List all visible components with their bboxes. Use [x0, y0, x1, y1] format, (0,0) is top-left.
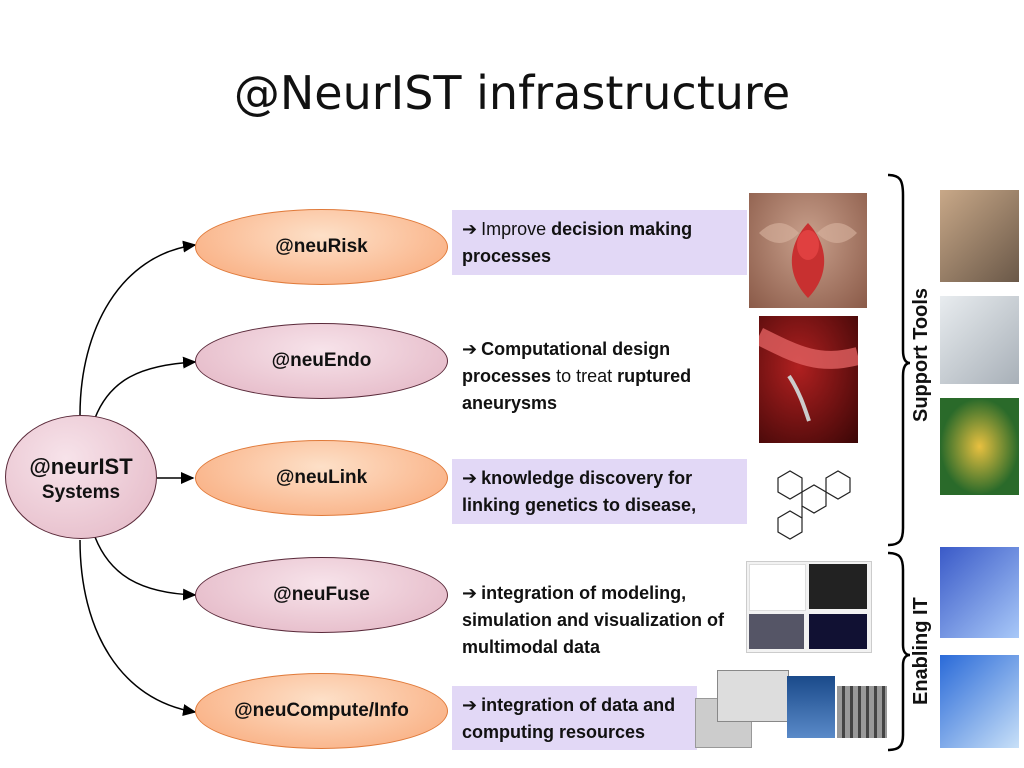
desc-segment: to treat: [551, 366, 618, 386]
desc-segment: integration of data and computing resour…: [462, 695, 676, 742]
arrow-icon: ➔: [462, 695, 478, 716]
desc-neulink: ➔knowledge discovery for linking genetic…: [452, 459, 747, 524]
module-neucompute-info: @neuCompute/Info: [195, 673, 448, 749]
connector-neuendo: [94, 356, 197, 419]
module-neuendo: @neuEndo: [195, 323, 448, 399]
doctor-xray-photo: [940, 296, 1019, 384]
connector-neufuse: [94, 536, 197, 601]
hub-neurist-systems: @neurIST Systems: [5, 415, 157, 539]
desc-neurisk: ➔Improve decision making processes: [452, 210, 747, 275]
desc-segment: ruptured aneurysms: [462, 366, 692, 413]
digital-human-image: [940, 547, 1019, 638]
module-neufuse: @neuFuse: [195, 557, 448, 633]
desc-neuendo: ➔Computational design processes to treat…: [452, 330, 742, 423]
doctor-patient-photo: [940, 190, 1019, 282]
module-label: @neuCompute/Info: [234, 700, 409, 721]
module-label: @neuLink: [275, 467, 368, 488]
hub-subtitle: Systems: [41, 482, 121, 503]
connector-neurisk: [79, 240, 197, 416]
module-neurisk: @neuRisk: [195, 209, 448, 285]
connector-neucompute: [79, 539, 197, 717]
arrow-icon: ➔: [462, 468, 478, 489]
computing-resources-image: [695, 668, 890, 748]
stent-vessel-image: [759, 316, 858, 443]
desc-neufuse: ➔integration of modeling, simulation and…: [452, 574, 747, 667]
desc-segment: knowledge discovery for linking genetics…: [462, 468, 697, 515]
caduceus-image: [940, 398, 1019, 495]
arrow-icon: ➔: [462, 339, 478, 360]
bracket-support-tools: [887, 173, 911, 547]
module-label: @neuRisk: [275, 236, 368, 257]
label-enabling-it: Enabling IT: [910, 597, 932, 705]
desc-segment: decision making processes: [462, 219, 693, 266]
desc-segment: Computational design processes: [462, 339, 671, 386]
bracket-enabling-it: [887, 551, 911, 752]
module-label: @neuEndo: [271, 350, 372, 371]
desc-neucompute: ➔integration of data and computing resou…: [452, 686, 697, 750]
module-label: @neuFuse: [273, 584, 370, 605]
brain-aneurysm-image: [749, 193, 867, 308]
multimodal-data-image: [746, 561, 872, 653]
desc-segment: Improve: [481, 219, 552, 239]
desc-segment: integration of modeling, simulation and …: [462, 583, 725, 657]
hub-title: @neurIST: [29, 454, 133, 479]
keyboard-hand-image: [940, 655, 1019, 748]
molecule-structure-image: [758, 448, 855, 560]
module-neulink: @neuLink: [195, 440, 448, 516]
arrow-icon: ➔: [462, 583, 478, 604]
arrow-icon: ➔: [462, 219, 478, 240]
label-support-tools: Support Tools: [910, 287, 932, 422]
page-title: @NeurIST infrastructure: [233, 66, 791, 120]
